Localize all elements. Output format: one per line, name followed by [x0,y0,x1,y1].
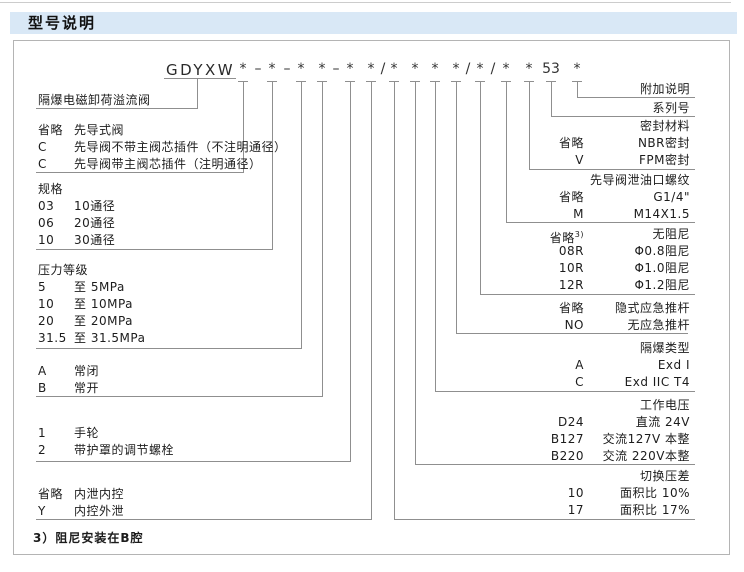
code-star-11: * [476,61,484,77]
option-row: 省略 内泄内控 [38,487,125,501]
option-row: C 先导阀带主阀芯插件（注明通径） [38,157,262,171]
code-star-2: * [268,61,276,77]
group-drain-control: 省略 内泄内控 Y 内控外泄 [38,486,124,520]
group-header: 隔爆类型 [639,341,690,355]
group-header: 密封材料 [639,119,690,133]
group-pressure-rating: 压力等级 5 至 5MPa 10 至 10MPa 20 至 20MPa 31.5… [38,262,145,347]
option-row: 10 面积比 10% [567,486,690,500]
option-row: 2 带护罩的调节螺栓 [38,443,175,457]
option-row: 06 20通径 [38,216,116,230]
code-slash: / [490,61,496,77]
option-row: 03 10通径 [38,199,116,213]
option-row: 省略 G1/4" [558,190,690,204]
option-row: 省略 隐式应急推杆 [558,301,690,315]
group-header: 工作电压 [639,398,690,412]
code-slash: / [465,61,471,77]
group-seal-material: 密封材料 省略 NBR密封 V FPM密封 [540,118,690,169]
option-row: 10R Φ1.0阻尼 [558,261,690,275]
code-star-6: * [367,61,375,77]
option-row: 5 至 5MPa [38,280,125,294]
option-row: 31.5 至 31.5MPa [38,331,146,345]
group-header: 规格 [38,182,64,196]
section-title: 型号说明 [28,14,97,32]
option-row: C Exd IIC T4 [575,375,690,389]
code-star-12: * [502,61,510,77]
option-row: B220 交流 220V本整 [550,449,690,463]
group-damping: 省略3) 无阻尼 08R Φ0.8阻尼 10R Φ1.0阻尼 12R Φ1.2阻… [540,226,690,294]
option-row: 20 至 20MPa [38,314,133,328]
code-star-4: * [318,61,326,77]
code-star-5: * [346,61,354,77]
option-row: 12R Φ1.2阻尼 [558,278,690,292]
footnote-text: 3）阻尼安装在B腔 [33,531,144,545]
code-star-9: * [431,61,439,77]
valve-name-text: 隔爆电磁卸荷溢流阀 [38,93,151,107]
option-row: 1 手轮 [38,426,100,440]
option-row: C 先导阀不带主阀芯插件（不注明通径） [38,140,287,154]
group-normal-state: A 常闭 B 常开 [38,363,99,397]
option-row: A 常闭 [38,364,100,378]
option-row: 17 面积比 17% [567,503,690,517]
model-prefix: GDYXW [166,61,236,79]
code-star-7: * [390,61,398,77]
top-divider [0,2,731,3]
group-pilot-valve-type: 省略 先导式阀 C 先导阀不带主阀芯插件（不注明通径） C 先导阀带主阀芯插件（… [38,122,287,173]
group-working-voltage: 工作电压 D24 直流 24V B127 交流127V 本整 B220 交流 2… [540,397,690,465]
option-row: D24 直流 24V [557,415,690,429]
option-row: B127 交流127V 本整 [550,432,690,446]
code-dash: – [332,61,340,77]
section-header-band: 型号说明 [10,12,737,34]
option-row: 省略 先导式阀 [38,123,125,137]
group-emergency-rod: 省略 隐式应急推杆 NO 无应急推杆 [540,300,690,334]
option-row: 08R Φ0.8阻尼 [558,244,690,258]
option-row: B 常开 [38,381,100,395]
code-star-14: * [573,61,581,77]
group-size-spec: 规格 03 10通径 06 20通径 10 30通径 [38,181,115,249]
option-row: 省略 NBR密封 [558,136,690,150]
code-series-53: 53 [542,61,560,77]
group-explosion-proof-type: 隔爆类型 A Exd I C Exd IIC T4 [540,340,690,391]
code-star-13: * [525,61,533,77]
code-star-8: * [411,61,419,77]
code-star-3: * [297,61,305,77]
option-row: M M14X1.5 [573,207,690,221]
group-pilot-drain-thread: 先导阀泄油口螺纹 省略 G1/4" M M14X1.5 [540,172,690,223]
code-star-10: * [452,61,460,77]
footnote-marker: 3) [574,230,584,239]
group-header: 附加说明 [639,82,690,96]
group-series-number: 系列号 [652,100,690,117]
code-slash: / [380,61,386,77]
option-row: NO 无应急推杆 [564,318,690,332]
label-valve-name: 隔爆电磁卸荷溢流阀 [38,92,151,109]
option-row: A Exd I [575,358,690,372]
code-dash: – [283,61,291,77]
group-adjuster-type: 1 手轮 2 带护罩的调节螺栓 [38,425,174,459]
code-dash: – [254,61,262,77]
option-row: Y 内控外泄 [38,504,125,518]
group-switch-pressure-diff: 切换压差 10 面积比 10% 17 面积比 17% [540,468,690,519]
code-star-1: * [239,61,247,77]
option-row: 省略3) 无阻尼 [549,227,690,245]
group-header: 压力等级 [38,263,89,277]
group-additional-note: 附加说明 [640,81,690,98]
option-row: 10 30通径 [38,233,116,247]
option-row: 10 至 10MPa [38,297,133,311]
option-row: V FPM密封 [575,153,690,167]
group-header: 先导阀泄油口螺纹 [589,173,690,187]
group-header: 系列号 [652,101,690,115]
group-header: 切换压差 [639,469,690,483]
